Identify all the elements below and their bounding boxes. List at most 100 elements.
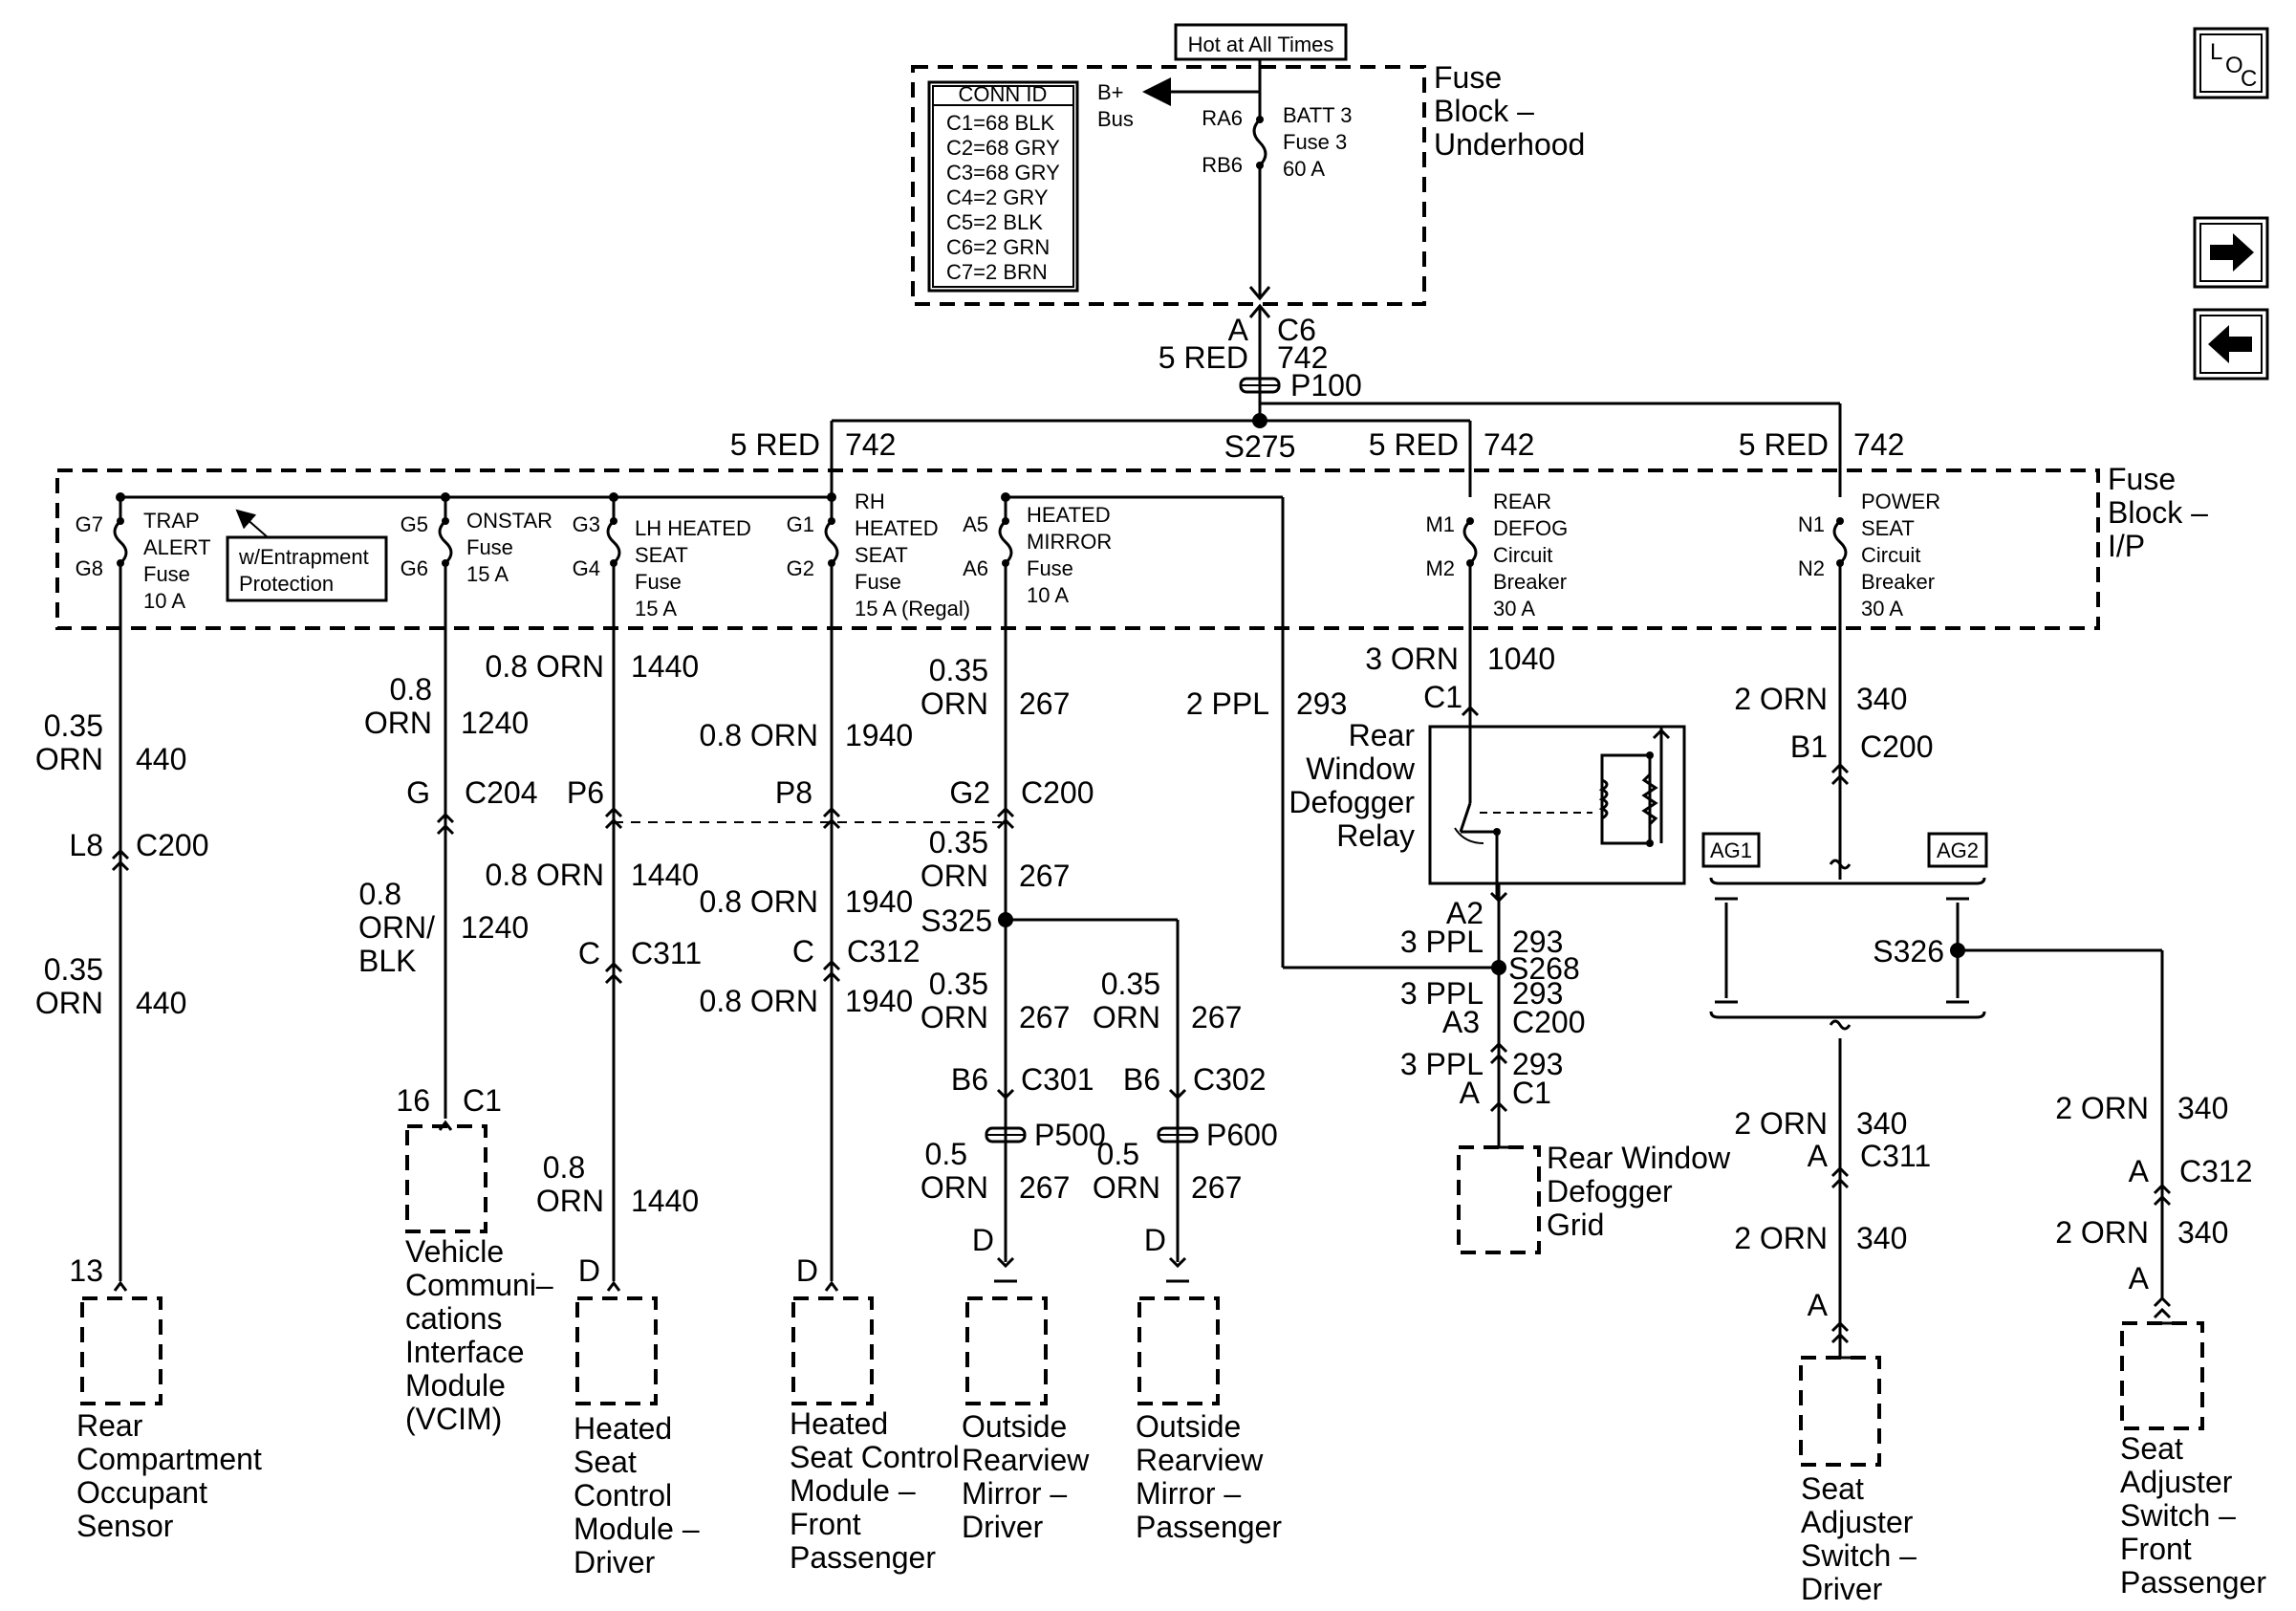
bplus-label: B+ (1097, 80, 1124, 104)
w10-circuit2: 340 (2177, 1215, 2228, 1250)
w2-color2b: BLK (358, 944, 416, 978)
w2-tconn: C1 (463, 1083, 502, 1118)
fuse-label: Fuse (635, 570, 682, 594)
w5p-component: Outside (1136, 1409, 1241, 1444)
w4-pin: P8 (775, 775, 812, 810)
w2-pin: G (406, 775, 430, 810)
fuse-pin: M2 (1425, 556, 1455, 580)
w9-circuit2: 340 (1856, 1221, 1907, 1255)
mirror-driver-box (965, 1296, 1048, 1405)
w10-component: Seat (2120, 1431, 2183, 1466)
ip-fuse-block-outline (55, 468, 2100, 630)
w1-circuit: 440 (136, 742, 186, 776)
fuse-label: 15 A (635, 597, 677, 620)
w5p-circuit: 267 (1191, 1000, 1242, 1034)
w1-gauge2: 0.35 (44, 952, 103, 987)
b1-c200-connector (1830, 762, 1850, 786)
ra6-pin: RA6 (1202, 106, 1243, 130)
p6-connector (604, 806, 623, 830)
branch-left-circuit: 742 (845, 427, 896, 462)
w7-relay-label: Defogger (1289, 785, 1415, 819)
s268-label: S268 (1508, 951, 1580, 986)
branch-mid-circuit: 742 (1484, 427, 1534, 462)
w5p-conn: C302 (1193, 1062, 1267, 1097)
ip-label: Block – (2108, 495, 2208, 530)
w7-a: A (1460, 1076, 1481, 1110)
w1-component: Occupant (76, 1475, 207, 1510)
w7-component: Grid (1547, 1208, 1604, 1242)
w3-pin: P6 (567, 775, 604, 810)
w9-conn: C311 (1860, 1139, 1931, 1173)
w1-color: ORN (35, 742, 103, 776)
w7-relay-label: Relay (1336, 818, 1415, 853)
w7-wire4: 3 PPL (1400, 1047, 1484, 1081)
loc-button[interactable]: L O C (2193, 27, 2269, 99)
fuse-label: REAR (1493, 490, 1551, 513)
w4-wire3: 0.8 ORN (700, 984, 818, 1018)
fuse-label: Fuse (466, 535, 513, 559)
fuse-label: Breaker (1493, 570, 1567, 594)
w9-component: Seat (1801, 1471, 1864, 1506)
w7-pin: C1 (1423, 680, 1462, 714)
w5-circuit2: 267 (1019, 859, 1070, 893)
fuse-label: ONSTAR (466, 509, 552, 533)
w5d-component: Rearview (962, 1443, 1090, 1477)
w10-circuit: 340 (2177, 1091, 2228, 1125)
w3-circuit: 1440 (631, 649, 699, 684)
conn-id-row: C3=68 GRY (946, 161, 1060, 185)
fuse-label: 30 A (1861, 597, 1903, 620)
conn-id-row: C6=2 GRN (946, 235, 1050, 259)
w5p-gauge: 0.35 (1101, 967, 1160, 1001)
hot-label: Hot at All Times (1188, 33, 1334, 56)
s325-label: S325 (921, 903, 992, 938)
fuse-label: HEATED (855, 516, 939, 540)
w5d-pin: B6 (951, 1062, 988, 1097)
w10-conn: C312 (2179, 1154, 2253, 1188)
w4-component: Heated (790, 1406, 888, 1441)
fuse-label: Fuse (855, 570, 901, 594)
fuse-label: SEAT (855, 543, 908, 567)
w1-circuit2: 440 (136, 986, 186, 1020)
w3-gauge3: 0.8 (543, 1150, 585, 1185)
a-c312-connector (2153, 1183, 2172, 1207)
rb6-pin: RB6 (1202, 153, 1243, 177)
fuse-label: Circuit (1493, 543, 1552, 567)
w5p-term: D (1144, 1223, 1166, 1257)
w8-conn: C200 (1860, 729, 1934, 764)
fuse-pin: M1 (1425, 512, 1455, 536)
defogger-grid-box (1457, 1145, 1541, 1254)
w2-component: Communi– (405, 1268, 553, 1302)
w7-wire2: 3 PPL (1400, 925, 1484, 959)
next-page-button[interactable] (2193, 216, 2269, 289)
w5p-component: Passenger (1136, 1510, 1282, 1544)
w5-circuit: 267 (1019, 686, 1070, 721)
rh-heated-seat-fuse-symbol (824, 519, 839, 565)
w2-color: ORN (364, 706, 432, 740)
w5d-color: ORN (921, 1000, 988, 1034)
w7-circuit4: 293 (1512, 1047, 1563, 1081)
underhood-label: Block – (1434, 94, 1534, 128)
a-c311-connector (1830, 1165, 1850, 1189)
defogger-relay-box (1428, 725, 1686, 885)
w4-wire: 0.8 ORN (700, 718, 818, 752)
c312-connector (822, 959, 841, 983)
w4-component: Front (790, 1507, 861, 1541)
c301-connector (996, 1088, 1015, 1100)
a-c1-connector (1489, 1100, 1508, 1113)
loc-letter: O (2225, 53, 2243, 78)
w1-component: Rear (76, 1408, 143, 1443)
w5d-component: Mirror – (962, 1476, 1067, 1511)
w2-component: Vehicle (405, 1234, 504, 1269)
previous-page-button[interactable] (2193, 308, 2269, 381)
underhood-label: Fuse (1434, 60, 1502, 95)
fuse-label: RH (855, 490, 885, 513)
fuse-label: SEAT (635, 543, 688, 567)
s268-splice (1491, 960, 1506, 975)
bus-label: Bus (1097, 107, 1134, 131)
s275-label: S275 (1224, 429, 1296, 464)
w5d-term: D (972, 1223, 994, 1257)
batt3-fuse-label: BATT 3 (1283, 103, 1353, 127)
conn-id-title: CONN ID (959, 82, 1048, 106)
fuse-label: LH HEATED (635, 516, 751, 540)
vcim-box (405, 1124, 487, 1233)
